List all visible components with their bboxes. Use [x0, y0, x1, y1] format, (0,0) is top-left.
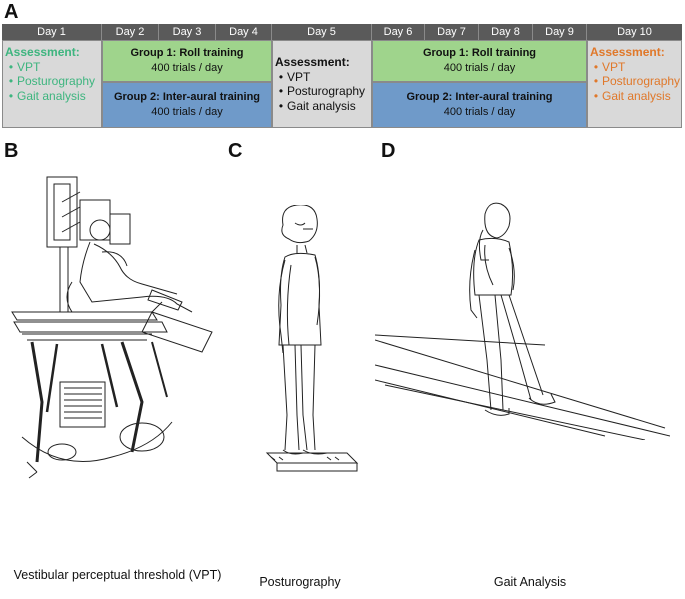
- group2-title: Group 2: Inter-aural training: [406, 91, 553, 103]
- group1-title: Group 1: Roll training: [130, 47, 244, 59]
- day-header: Day 1: [2, 24, 102, 40]
- day-header: Day 6: [372, 24, 425, 40]
- assessment-item: Gait analysis: [275, 99, 371, 114]
- assessment-day1: Assessment: VPT Posturography Gait analy…: [2, 40, 102, 128]
- group2-block-days6-9: Group 2: Inter-aural training 400 trials…: [372, 82, 587, 128]
- posturography-illustration: [265, 205, 359, 472]
- assessment-day10: Assessment: VPT Posturography Gait analy…: [587, 40, 682, 128]
- day-header: Day 5: [272, 24, 372, 40]
- assessment-item: VPT: [590, 60, 681, 75]
- caption-posturography: Posturography: [259, 575, 341, 589]
- gait-analysis-illustration: [375, 202, 670, 440]
- group1-block-days2-4: Group 1: Roll training 400 trials / day: [102, 40, 272, 82]
- assessment-item: VPT: [5, 60, 101, 75]
- day-header: Day 3: [159, 24, 216, 40]
- caption-vpt: Vestibular perceptual threshold (VPT): [13, 568, 222, 582]
- group1-block-days6-9: Group 1: Roll training 400 trials / day: [372, 40, 587, 82]
- panel-label-c: C: [228, 140, 243, 162]
- assessment-item: VPT: [275, 70, 371, 85]
- assessment-item: Gait analysis: [590, 89, 681, 104]
- group2-trials: 400 trials / day: [443, 106, 516, 118]
- caption-gait: Gait Analysis: [493, 575, 567, 589]
- assessment-item: Posturography: [5, 74, 101, 89]
- day-header: Day 10: [587, 24, 682, 40]
- assessment-title: Assessment:: [5, 45, 80, 59]
- training-timeline: Day 1 Day 2 Day 3 Day 4 Day 5 Day 6 Day …: [2, 24, 682, 128]
- day-header: Day 9: [533, 24, 587, 40]
- panel-label-b: B: [4, 140, 19, 162]
- day-header: Day 4: [216, 24, 272, 40]
- group2-title: Group 2: Inter-aural training: [113, 91, 261, 103]
- assessment-item: Gait analysis: [5, 89, 101, 104]
- panel-label-d: D: [381, 140, 396, 162]
- assessment-day5: Assessment: VPT Posturography Gait analy…: [272, 40, 372, 128]
- assessment-title: Assessment:: [275, 55, 350, 69]
- group1-trials: 400 trials / day: [443, 62, 516, 74]
- day-header: Day 2: [102, 24, 159, 40]
- assessment-title: Assessment:: [590, 45, 665, 59]
- vpt-platform-illustration: [11, 176, 213, 479]
- day-header: Day 8: [479, 24, 533, 40]
- group2-trials: 400 trials / day: [151, 106, 223, 118]
- group1-title: Group 1: Roll training: [422, 47, 537, 59]
- group1-trials: 400 trials / day: [151, 62, 223, 74]
- group2-block-days2-4: Group 2: Inter-aural training 400 trials…: [102, 82, 272, 128]
- panel-label-a: A: [4, 1, 19, 23]
- day-header: Day 7: [425, 24, 479, 40]
- assessment-item: Posturography: [590, 74, 681, 89]
- assessment-item: Posturography: [275, 84, 371, 99]
